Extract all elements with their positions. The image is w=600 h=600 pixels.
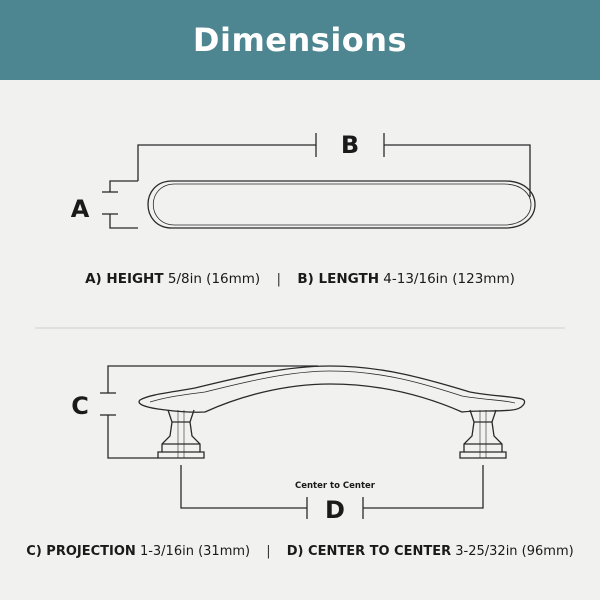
dimension-diagram: B A C D Center to Center	[35, 131, 565, 524]
handle-top-view	[147, 180, 536, 229]
spec-separator: |	[266, 544, 271, 559]
c-dimension-top	[107, 365, 318, 393]
handle-top-view-inner	[152, 183, 532, 226]
spec-height-value: 5/8in (16mm)	[167, 271, 261, 287]
a-dimension-bottom	[109, 214, 138, 229]
spec-length-value: 4-13/16in (123mm)	[383, 271, 515, 287]
label-b: B	[341, 131, 359, 159]
spec-center-name: D) CENTER TO CENTER	[286, 544, 452, 559]
handle-right-post	[459, 409, 507, 459]
spec-separator: |	[276, 271, 282, 287]
spec-projection-value: 1-3/16in (31mm)	[139, 544, 251, 559]
label-c: C	[71, 392, 89, 420]
a-dimension-top	[109, 180, 138, 192]
spec-row-top: A) HEIGHT 5/8in (16mm) | B) LENGTH 4-13/…	[0, 271, 600, 287]
handle-side-view	[138, 365, 526, 413]
label-d: D	[325, 496, 345, 524]
c-dimension-bottom	[107, 415, 158, 459]
b-dimension-right	[384, 144, 531, 197]
spec-height-name: A) HEIGHT	[85, 271, 164, 287]
page-title: Dimensions	[192, 21, 408, 59]
header-banner: Dimensions	[0, 0, 600, 80]
spec-center-value: 3-25/32in (96mm)	[455, 544, 574, 559]
d-dimension-right	[363, 465, 484, 509]
b-dimension-left	[137, 144, 316, 181]
center-to-center-caption: Center to Center	[295, 481, 376, 491]
spec-projection-name: C) PROJECTION	[26, 544, 136, 559]
handle-side-view-inner	[149, 370, 516, 404]
spec-row-bottom: C) PROJECTION 1-3/16in (31mm) | D) CENTE…	[0, 544, 600, 559]
spec-length-name: B) LENGTH	[297, 271, 379, 287]
handle-left-post	[157, 409, 205, 459]
label-a: A	[71, 195, 90, 223]
d-dimension-left	[180, 465, 307, 509]
